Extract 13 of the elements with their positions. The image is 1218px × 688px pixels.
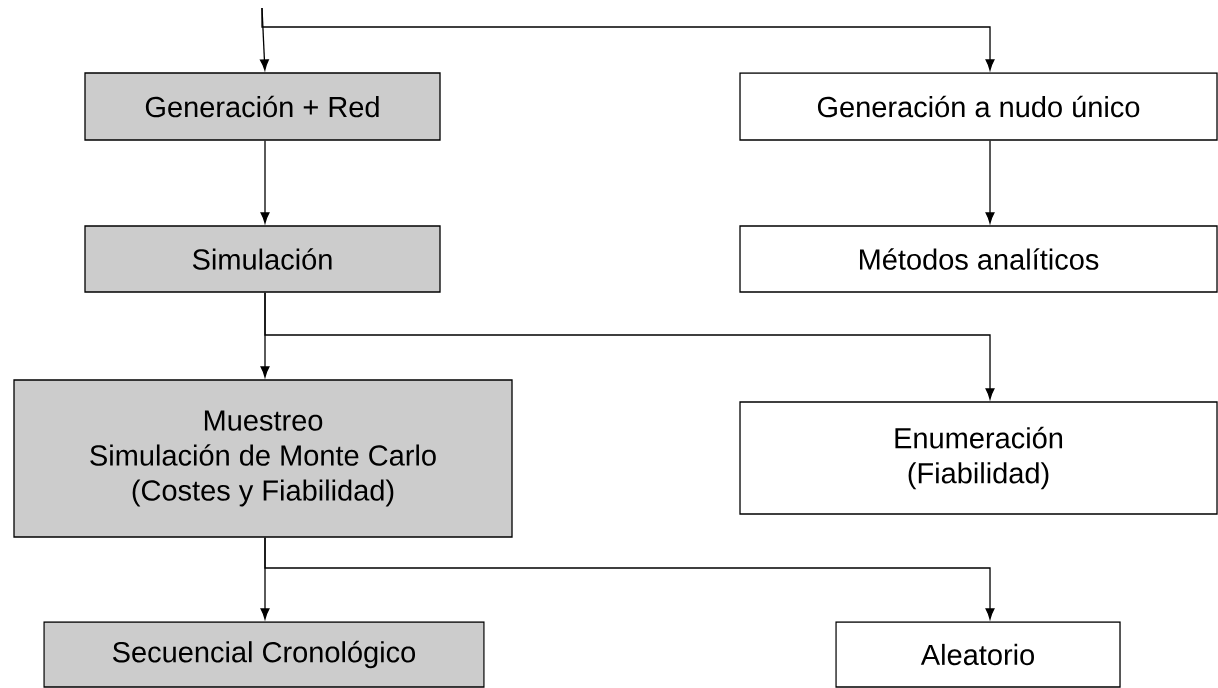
arrow [264, 537, 995, 620]
arrow [264, 292, 995, 400]
process-box: Simulación [84, 225, 441, 293]
process-box: Generación + Red [84, 72, 441, 141]
arrow [985, 140, 995, 224]
process-box: Aleatorio [835, 621, 1121, 688]
arrow [261, 7, 995, 71]
process-box: Secuencial Cronológico [43, 621, 485, 688]
process-box: Muestreo Simulación de Monte Carlo (Costes y Fiabilidad) [13, 379, 513, 538]
process-box: Enumeración (Fiabilidad) [739, 401, 1218, 515]
process-box: Métodos analíticos [739, 225, 1218, 293]
arrow [260, 140, 270, 224]
process-box: Generación a nudo único [739, 72, 1218, 141]
